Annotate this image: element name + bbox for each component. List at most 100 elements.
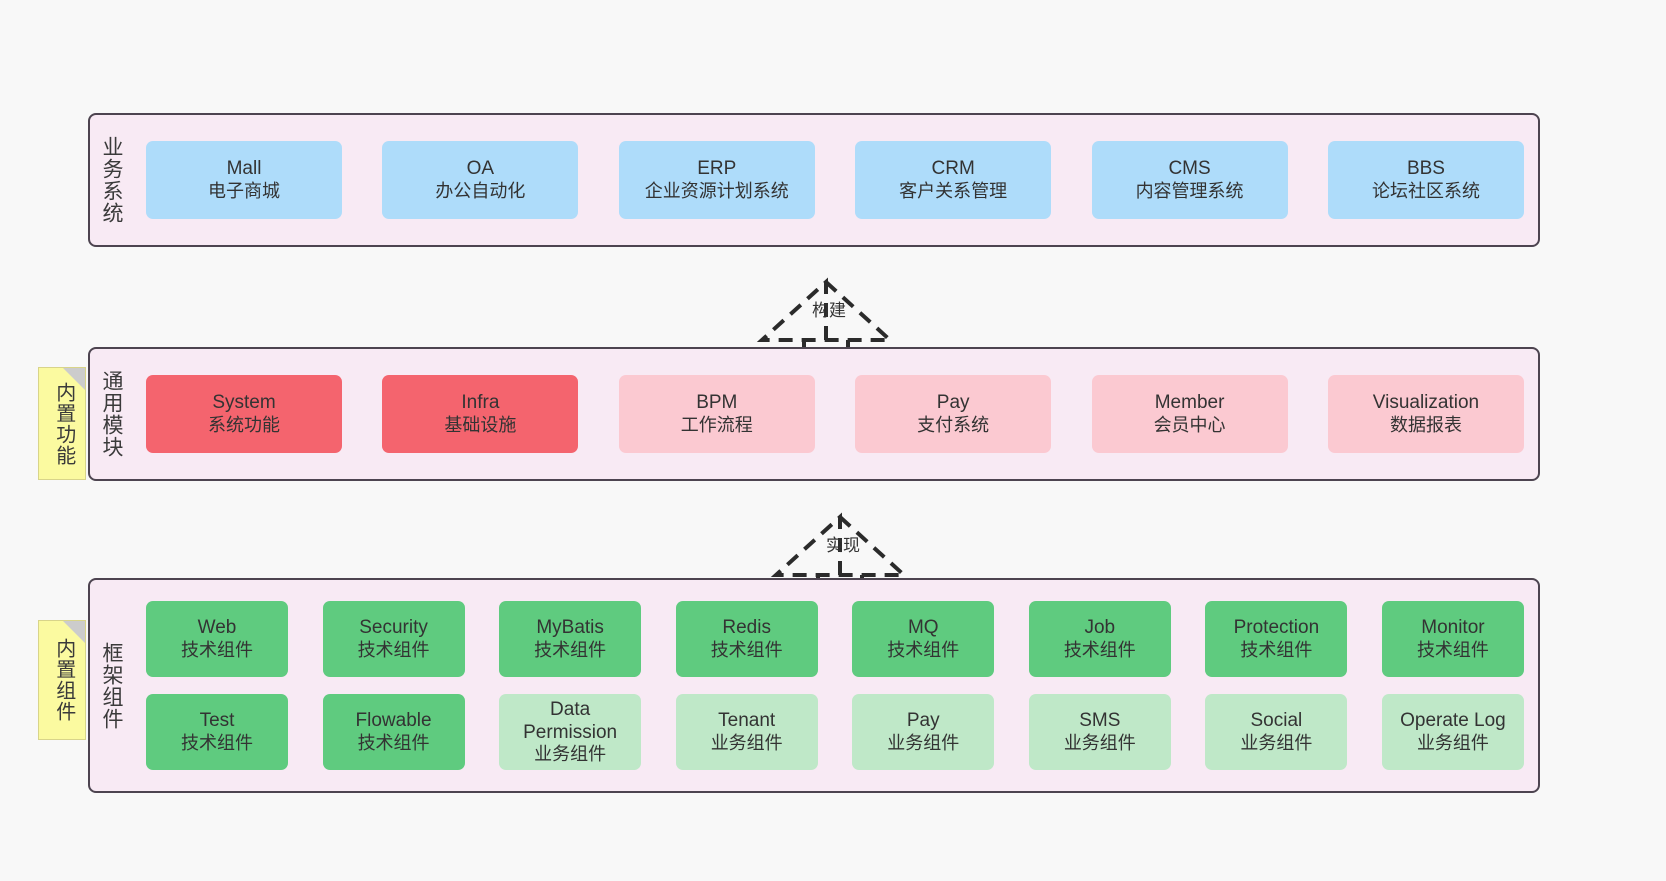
box-desc: 支付系统 <box>917 414 990 435</box>
layer-body-module: System 系统功能 Infra 基础设施 BPM 工作流程 Pay 支付系统… <box>132 349 1538 479</box>
box-desc: 业务组件 <box>1416 732 1489 753</box>
box-title: CMS <box>1168 158 1211 180</box>
box-pay-component[interactable]: Pay 业务组件 <box>852 694 995 770</box>
framework-row-2: Test 技术组件 Flowable 技术组件 Data Permission … <box>146 694 1524 770</box>
box-title: Operate Log <box>1400 710 1506 732</box>
box-sms[interactable]: SMS 业务组件 <box>1028 694 1171 770</box>
box-infra[interactable]: Infra 基础设施 <box>382 375 579 453</box>
box-title: OA <box>466 158 495 180</box>
note-fold-corner-icon <box>63 621 85 643</box>
box-desc: 技术组件 <box>534 639 607 660</box>
box-desc: 业务组件 <box>1240 732 1313 753</box>
layer-title-business: 业务系统 <box>99 136 123 224</box>
box-desc: 数据报表 <box>1389 414 1462 435</box>
box-title: Redis <box>722 617 771 639</box>
box-title: Tenant <box>718 710 776 732</box>
box-cms[interactable]: CMS 内容管理系统 <box>1091 141 1288 219</box>
box-desc: 内容管理系统 <box>1135 180 1244 201</box>
box-flowable[interactable]: Flowable 技术组件 <box>322 694 465 770</box>
box-erp[interactable]: ERP 企业资源计划系统 <box>618 141 815 219</box>
box-title: CRM <box>931 158 975 180</box>
layer-common-module: 通用模块 System 系统功能 Infra 基础设施 BPM 工作流程 Pay… <box>88 347 1540 481</box>
box-crm[interactable]: CRM 客户关系管理 <box>855 141 1052 219</box>
box-title: Member <box>1154 392 1225 414</box>
box-data-permission[interactable]: Data Permission 业务组件 <box>499 694 642 770</box>
layer-body-framework: Web 技术组件 Security 技术组件 MyBatis 技术组件 Redi… <box>132 580 1538 791</box>
box-mq[interactable]: MQ 技术组件 <box>852 601 995 677</box>
note-label: 内置组件 <box>52 638 75 722</box>
box-desc: 技术组件 <box>1240 639 1313 660</box>
box-desc: 技术组件 <box>710 639 783 660</box>
box-title: System <box>212 392 276 414</box>
layer-business-system: 业务系统 Mall 电子商城 OA 办公自动化 ERP 企业资源计划系统 CRM… <box>88 113 1540 247</box>
box-title: SMS <box>1079 710 1121 732</box>
box-bbs[interactable]: BBS 论坛社区系统 <box>1327 141 1524 219</box>
box-desc: 技术组件 <box>887 639 960 660</box>
box-tenant[interactable]: Tenant 业务组件 <box>675 694 818 770</box>
box-mybatis[interactable]: MyBatis 技术组件 <box>499 601 642 677</box>
connector-implement: 实现 <box>758 487 938 587</box>
box-title: Flowable <box>355 710 432 732</box>
box-operate-log[interactable]: Operate Log 业务组件 <box>1381 694 1524 770</box>
box-title: Test <box>199 710 235 732</box>
box-desc: 技术组件 <box>1063 639 1136 660</box>
box-oa[interactable]: OA 办公自动化 <box>382 141 579 219</box>
box-desc: 技术组件 <box>357 732 430 753</box>
box-title: Job <box>1084 617 1116 639</box>
note-builtin-components: 内置组件 <box>38 620 86 740</box>
box-title: Security <box>359 617 428 639</box>
box-desc: 企业资源计划系统 <box>644 180 789 201</box>
connector-build-label: 构建 <box>812 301 846 320</box>
box-title: MQ <box>907 617 939 639</box>
box-desc: 技术组件 <box>1416 639 1489 660</box>
box-job[interactable]: Job 技术组件 <box>1028 601 1171 677</box>
box-web[interactable]: Web 技术组件 <box>146 601 288 677</box>
connector-implement-label: 实现 <box>826 536 860 555</box>
box-desc: 业务组件 <box>887 732 960 753</box>
box-monitor[interactable]: Monitor 技术组件 <box>1381 601 1524 677</box>
box-desc: 论坛社区系统 <box>1371 180 1480 201</box>
box-desc: 工作流程 <box>680 414 753 435</box>
box-desc: 业务组件 <box>710 732 783 753</box>
box-title: Protection <box>1233 617 1320 639</box>
box-title: Monitor <box>1421 617 1485 639</box>
box-test[interactable]: Test 技术组件 <box>146 694 288 770</box>
box-title: Pay <box>936 392 970 414</box>
box-desc: 技术组件 <box>181 639 253 660</box>
box-security[interactable]: Security 技术组件 <box>322 601 465 677</box>
layer-title-framework: 框架组件 <box>99 641 123 730</box>
connector-build: 构建 <box>744 252 924 352</box>
box-desc: 办公自动化 <box>435 180 526 201</box>
box-desc: 会员中心 <box>1153 414 1226 435</box>
box-redis[interactable]: Redis 技术组件 <box>675 601 818 677</box>
box-desc: 业务组件 <box>534 744 607 765</box>
box-desc: 电子商城 <box>208 180 280 201</box>
box-desc: 系统功能 <box>208 414 280 435</box>
box-title: BBS <box>1406 158 1445 180</box>
box-title: Visualization <box>1372 392 1480 414</box>
box-title: Mall <box>226 158 262 180</box>
box-title: Data Permission <box>523 698 618 744</box>
layer-framework-component: 框架组件 Web 技术组件 Security 技术组件 MyBatis 技术组件… <box>88 578 1540 793</box>
layer-body-business: Mall 电子商城 OA 办公自动化 ERP 企业资源计划系统 CRM 客户关系… <box>132 115 1538 245</box>
box-visualization[interactable]: Visualization 数据报表 <box>1327 375 1524 453</box>
note-label: 内置功能 <box>52 381 75 466</box>
box-pay-module[interactable]: Pay 支付系统 <box>855 375 1052 453</box>
layer-title-module: 通用模块 <box>99 370 123 458</box>
box-title: BPM <box>696 392 738 414</box>
box-protection[interactable]: Protection 技术组件 <box>1205 601 1348 677</box>
box-desc: 技术组件 <box>181 732 253 753</box>
box-desc: 客户关系管理 <box>899 180 1008 201</box>
framework-row-1: Web 技术组件 Security 技术组件 MyBatis 技术组件 Redi… <box>146 601 1524 677</box>
box-title: Pay <box>906 710 940 732</box>
box-desc: 基础设施 <box>444 414 517 435</box>
box-mall[interactable]: Mall 电子商城 <box>146 141 342 219</box>
box-title: ERP <box>697 158 737 180</box>
box-member[interactable]: Member 会员中心 <box>1091 375 1288 453</box>
box-bpm[interactable]: BPM 工作流程 <box>618 375 815 453</box>
box-desc: 技术组件 <box>357 639 430 660</box>
box-system[interactable]: System 系统功能 <box>146 375 342 453</box>
box-social[interactable]: Social 业务组件 <box>1205 694 1348 770</box>
box-title: Web <box>197 617 237 639</box>
